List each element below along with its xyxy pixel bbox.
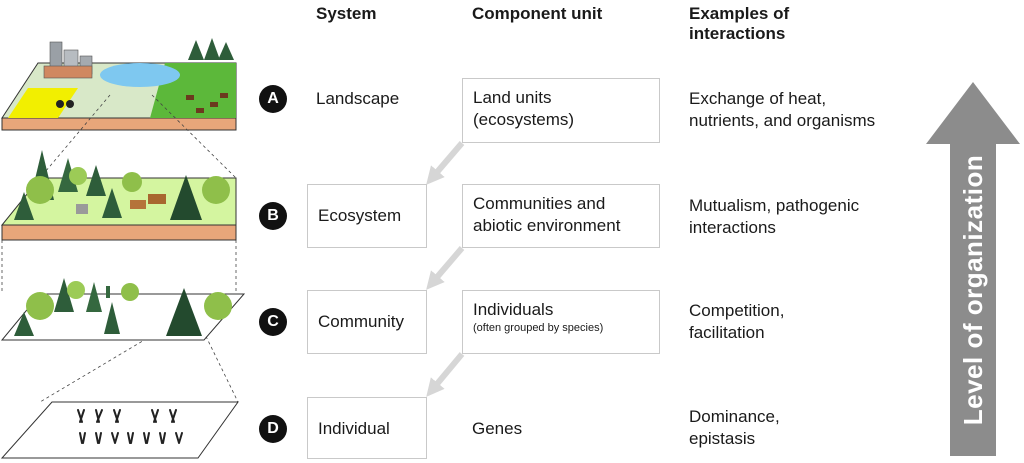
interaction-d: Dominance, epistasis — [689, 406, 780, 450]
header-component-unit: Component unit — [472, 4, 603, 23]
component-a-line2: (ecosystems) — [473, 110, 575, 129]
interaction-b-line2: interactions — [689, 218, 776, 237]
interaction-c: Competition, facilitation — [689, 300, 784, 344]
illustration-panel — [0, 38, 246, 459]
row-badge-c: C — [259, 308, 287, 336]
component-box-a: Land units (ecosystems) — [462, 78, 660, 143]
header-interactions: Examples of interactions — [689, 4, 789, 44]
interaction-b-line1: Mutualism, pathogenic — [689, 196, 860, 215]
system-individual: Individual — [318, 419, 390, 438]
header-system: System — [316, 4, 377, 23]
connector-arrow-b-c — [426, 246, 465, 290]
community-illustration — [0, 278, 246, 341]
system-community: Community — [318, 312, 404, 331]
interaction-a-line1: Exchange of heat, — [689, 89, 827, 108]
landscape-illustration — [1, 38, 237, 131]
system-ecosystem: Ecosystem — [318, 206, 402, 225]
component-c-line2: (often grouped by species) — [473, 322, 604, 334]
interaction-c-line1: Competition, — [689, 301, 785, 320]
row-badge-d: D — [259, 415, 287, 443]
component-a-line1: Land units — [473, 88, 552, 107]
interaction-a-line2: nutrients, and organisms — [689, 111, 876, 130]
level-of-organization-label: Level of organization — [958, 154, 988, 426]
connector-arrow-a-b — [426, 141, 465, 185]
connector-arrow-c-d — [426, 352, 465, 397]
system-box-c: Community — [307, 290, 427, 354]
ecosystem-illustration — [0, 150, 237, 241]
interaction-d-line1: Dominance, — [689, 407, 780, 426]
row-badge-b: B — [259, 202, 287, 230]
system-landscape: Landscape — [316, 89, 400, 108]
level-of-organization-arrow — [926, 82, 1020, 456]
header-interactions-line2: interactions — [689, 24, 786, 43]
row-badge-a: A — [259, 85, 287, 113]
interaction-c-line2: facilitation — [689, 323, 765, 342]
interaction-d-line2: epistasis — [689, 429, 756, 448]
component-box-c: Individuals (often grouped by species) — [462, 290, 660, 354]
individual-illustration — [0, 401, 239, 459]
component-d: Genes — [472, 419, 523, 438]
component-b-line1: Communities and — [473, 194, 606, 213]
component-box-b: Communities and abiotic environment — [462, 184, 660, 248]
system-box-b: Ecosystem — [307, 184, 427, 248]
component-b-line2: abiotic environment — [473, 216, 621, 235]
component-c-line1: Individuals — [473, 300, 554, 319]
system-box-d: Individual — [307, 397, 427, 459]
header-interactions-line1: Examples of — [689, 4, 790, 23]
interaction-a: Exchange of heat, nutrients, and organis… — [689, 88, 875, 132]
interaction-b: Mutualism, pathogenic interactions — [689, 195, 859, 239]
